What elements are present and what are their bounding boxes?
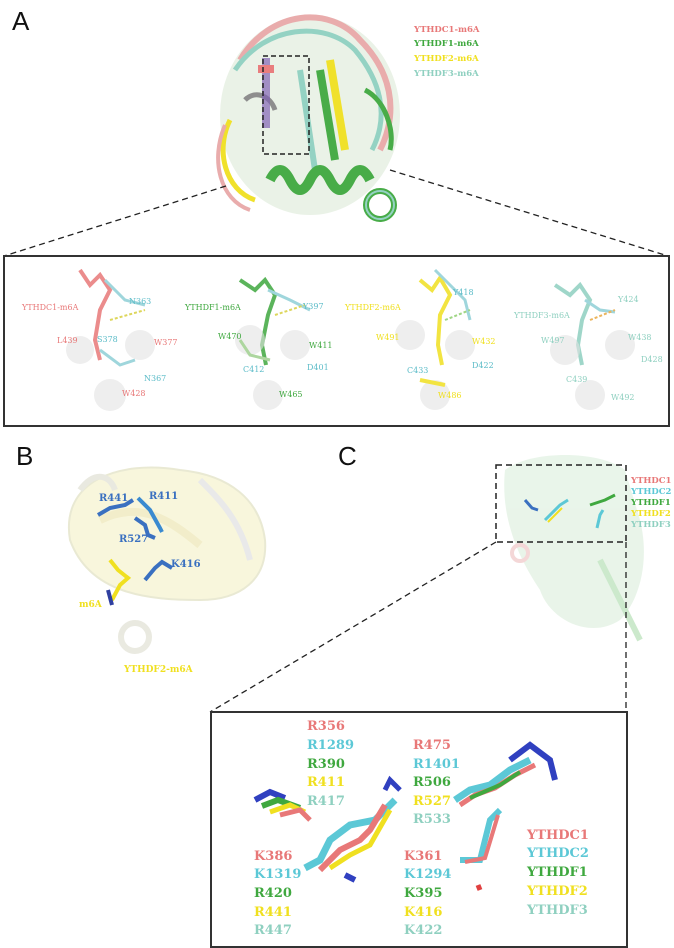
residue-label: C433 (407, 366, 429, 375)
ligand-m6a-label: m6A (79, 600, 102, 610)
legend-ythdf1: YTHDF1 (527, 865, 588, 880)
panel-c-detail-box (210, 711, 628, 948)
residue-label: K1294 (404, 867, 452, 882)
panel-c-protein-structure (504, 455, 644, 642)
legend-ythdf3: YTHDF3 (527, 903, 588, 918)
residue-label: R356 (307, 719, 345, 734)
residue-label: K395 (404, 886, 443, 901)
legend-ythdc1: YTHDC1 (527, 828, 589, 843)
residue-label: W465 (279, 390, 303, 399)
residue-label: K386 (254, 849, 293, 864)
panel-b-title: YTHDF2-m6A (124, 665, 193, 675)
residue-label: L439 (57, 336, 78, 345)
residue-label: S378 (97, 335, 118, 344)
panel-b-letter: B (16, 441, 34, 471)
legend-ythdf3: YTHDF3 (631, 520, 671, 530)
detail-title: YTHDF3-m6A (514, 311, 570, 320)
legend-ythdf1: YTHDF1 (631, 498, 671, 508)
residue-label: Y397 (303, 302, 324, 311)
panel-a-letter: A (12, 6, 30, 36)
residue-label: K416 (404, 905, 443, 920)
residue-label: K1319 (254, 867, 302, 882)
legend-ythdf2: YTHDF2 (631, 509, 671, 519)
residue-label: W432 (472, 337, 496, 346)
residue-label: R1401 (413, 757, 460, 772)
residue-label: Y418 (453, 288, 474, 297)
legend-ythdf2-m6a: YTHDF2-m6A (414, 54, 479, 64)
legend-ythdc1: YTHDC1 (631, 476, 672, 486)
detail-title: YTHDC1-m6A (22, 303, 79, 312)
detail-title: YTHDF2-m6A (345, 303, 401, 312)
residue-label: R447 (254, 923, 292, 938)
residue-label: R506 (413, 775, 451, 790)
residue-label: R420 (254, 886, 292, 901)
residue-label: R1289 (307, 738, 354, 753)
legend-ythdc2: YTHDC2 (631, 487, 672, 497)
panel-a-detail-box (3, 255, 670, 427)
residue-label: N367 (144, 374, 167, 383)
residue-label: Y424 (618, 295, 639, 304)
panel-a-detail-structures (66, 268, 635, 411)
residue-label: W470 (218, 332, 242, 341)
residue-label: W438 (628, 333, 652, 342)
legend-ythdf2: YTHDF2 (527, 884, 588, 899)
panel-a-protein-structure (216, 14, 400, 222)
panel-c-detail-structures (253, 741, 558, 891)
residue-label: W491 (376, 333, 400, 342)
legend-ythdf3-m6a: YTHDF3-m6A (414, 69, 479, 79)
residue-label: R411 (307, 775, 345, 790)
residue-label: R441 (254, 905, 292, 920)
residue-label: D401 (307, 363, 329, 372)
residue-r411: R411 (149, 491, 179, 502)
residue-label: K422 (404, 923, 443, 938)
legend-ythdc1-m6a: YTHDC1-m6A (414, 25, 480, 35)
residue-label: W428 (122, 389, 146, 398)
residue-label: W492 (611, 393, 635, 402)
residue-label: N363 (129, 297, 152, 306)
detail-title: YTHDF1-m6A (185, 303, 241, 312)
residue-r527: R527 (119, 534, 149, 545)
residue-label: D422 (472, 361, 494, 370)
residue-k416: K416 (171, 559, 201, 570)
panel-c-overview-residues (523, 493, 616, 529)
residue-label: R390 (307, 757, 345, 772)
panel-c-letter: C (338, 441, 357, 471)
residue-label: W486 (438, 391, 462, 400)
residue-label: R533 (413, 812, 451, 827)
residue-label: W411 (309, 341, 333, 350)
residue-label: R475 (413, 738, 451, 753)
residue-label: W497 (541, 336, 565, 345)
residue-label: C412 (243, 365, 265, 374)
residue-label: C439 (566, 375, 588, 384)
legend-ythdc2: YTHDC2 (527, 846, 589, 861)
residue-r441: R441 (99, 493, 129, 504)
legend-ythdf1-m6a: YTHDF1-m6A (414, 39, 479, 49)
residue-label: W377 (154, 338, 178, 347)
panel-b-residues (96, 496, 174, 606)
residue-label: K361 (404, 849, 443, 864)
residue-label: R417 (307, 794, 345, 809)
residue-label: D428 (641, 355, 663, 364)
residue-label: R527 (413, 794, 451, 809)
